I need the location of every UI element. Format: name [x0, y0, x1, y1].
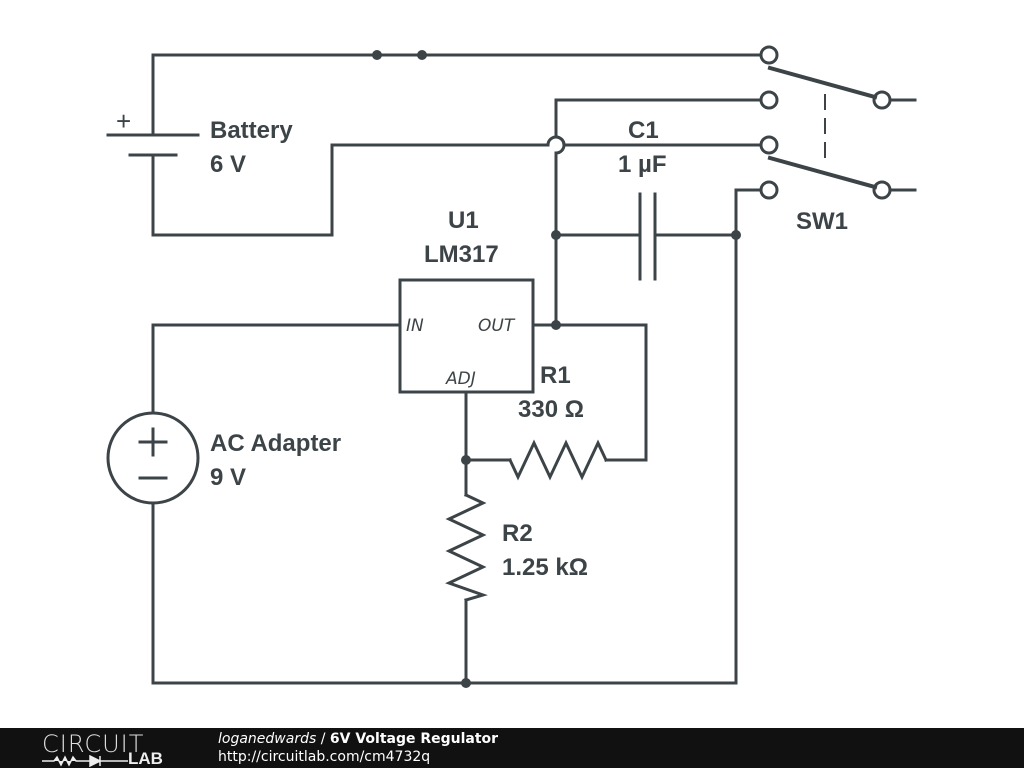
r1-label: R1 — [540, 362, 571, 389]
c1-value: 1 µF — [618, 151, 667, 178]
c1-label: C1 — [628, 117, 659, 144]
separator: / — [320, 731, 326, 747]
r1-value: 330 Ω — [518, 396, 584, 423]
r2-label: R2 — [502, 520, 533, 547]
resistor-r2 — [445, 493, 488, 602]
circuitlab-logo[interactable]: CIRCUIT — [42, 730, 145, 758]
resistor-r1 — [508, 439, 608, 481]
battery-value: 6 V — [210, 151, 246, 178]
capacitor-c1 — [638, 192, 657, 281]
battery-plus-sign: + — [116, 106, 131, 136]
junction-dot — [551, 230, 561, 240]
circuit-title-line: loganedwards / 6V Voltage Regulator — [218, 731, 498, 747]
junction-dot — [461, 678, 471, 688]
footer-bar: CIRCUIT LAB loganedwards / 6V Voltage Re… — [0, 728, 1024, 768]
wires — [151, 53, 917, 685]
ac-adapter-value: 9 V — [210, 464, 246, 491]
junction-dot — [461, 455, 471, 465]
ac-adapter-label: AC Adapter — [210, 430, 341, 457]
battery-symbol: + — [106, 106, 200, 157]
switch-sw1 — [759, 45, 892, 200]
junction-dots — [372, 50, 741, 688]
resistor-diode-logo-icon — [42, 755, 128, 767]
battery-label: Battery — [210, 117, 293, 144]
pin-in-label: IN — [406, 316, 424, 336]
author-link[interactable]: loganedwards — [218, 731, 317, 747]
pin-out-label: OUT — [478, 316, 516, 336]
u1-regulator-box — [398, 278, 535, 394]
circuitlab-logo-lab: LAB — [128, 749, 163, 768]
sw1-label: SW1 — [796, 208, 848, 235]
u1-part: LM317 — [424, 241, 499, 268]
junction-dot — [417, 50, 427, 60]
pin-adj-label: ADJ — [445, 369, 476, 389]
junction-dot — [372, 50, 382, 60]
junction-dot — [551, 320, 561, 330]
junction-dot — [731, 230, 741, 240]
ac-adapter-symbol — [106, 411, 200, 505]
circuit-title[interactable]: 6V Voltage Regulator — [329, 731, 499, 747]
r2-value: 1.25 kΩ — [502, 554, 588, 581]
circuit-url[interactable]: http://circuitlab.com/cm4732q — [218, 749, 431, 765]
circuit-schematic: + Battery 6 V AC Adapter 9 V U1 LM317 IN… — [106, 45, 917, 688]
u1-label: U1 — [448, 207, 479, 234]
